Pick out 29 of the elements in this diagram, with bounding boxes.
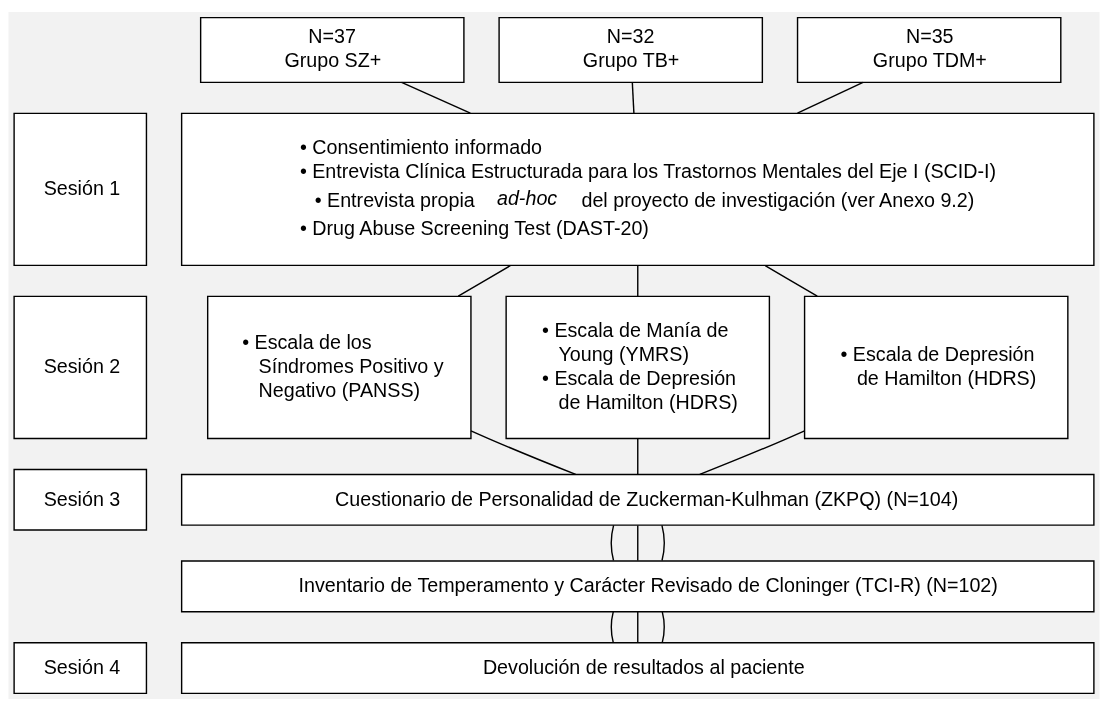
connector (637, 524, 639, 562)
connector (457, 264, 512, 297)
connector (699, 430, 806, 476)
node-box: Sesión 4 (13, 642, 148, 695)
node-box: Sesión 2 (13, 295, 148, 440)
node-box: N=32 Grupo TB+ (498, 16, 764, 84)
connector (796, 81, 864, 114)
connector (631, 81, 635, 114)
node-box: • Escala de Manía de Young (YMRS) • Escala de Depresión de Hamilton (HDRS) (505, 295, 771, 440)
node-box: Cuestionario de Personalidad de Zuckerman-Kulhman (ZKPQ) (N=104) (180, 473, 1095, 526)
node-box: N=35 Grupo TDM+ (796, 16, 1062, 84)
node-box: Sesión 3 (13, 468, 148, 531)
node-box: N=37 Grupo SZ+ (199, 16, 465, 84)
node-box: Devolución de resultados al paciente (180, 642, 1095, 695)
connector (661, 524, 665, 562)
node-box: Sesión 1 (13, 112, 148, 267)
connector (661, 611, 665, 644)
connector (400, 81, 472, 114)
node-box: Inventario de Temperamento y Carácter Revisado de Cloninger (TCI-R) (N=102) (180, 560, 1095, 613)
node-box: • Consentimiento informado • Entrevista Clínica Estructurada para los Trastornos Mentales del Eje I (SCID-I) • Entrevista propia ad-hoc del proyecto de investigación (ver Anexo 9.2) • Drug Abuse Screening Test (DAST-20) (180, 112, 1095, 267)
connector (764, 264, 818, 297)
connector (470, 430, 577, 476)
node-box: • Escala de los Síndromes Positivo y Negativo (PANSS) (206, 295, 472, 440)
connector (610, 611, 614, 644)
node-box: • Escala de Depresión de Hamilton (HDRS) (803, 295, 1069, 440)
connector (637, 437, 639, 475)
connector (637, 611, 639, 644)
connector (610, 524, 615, 562)
connector (637, 264, 639, 297)
